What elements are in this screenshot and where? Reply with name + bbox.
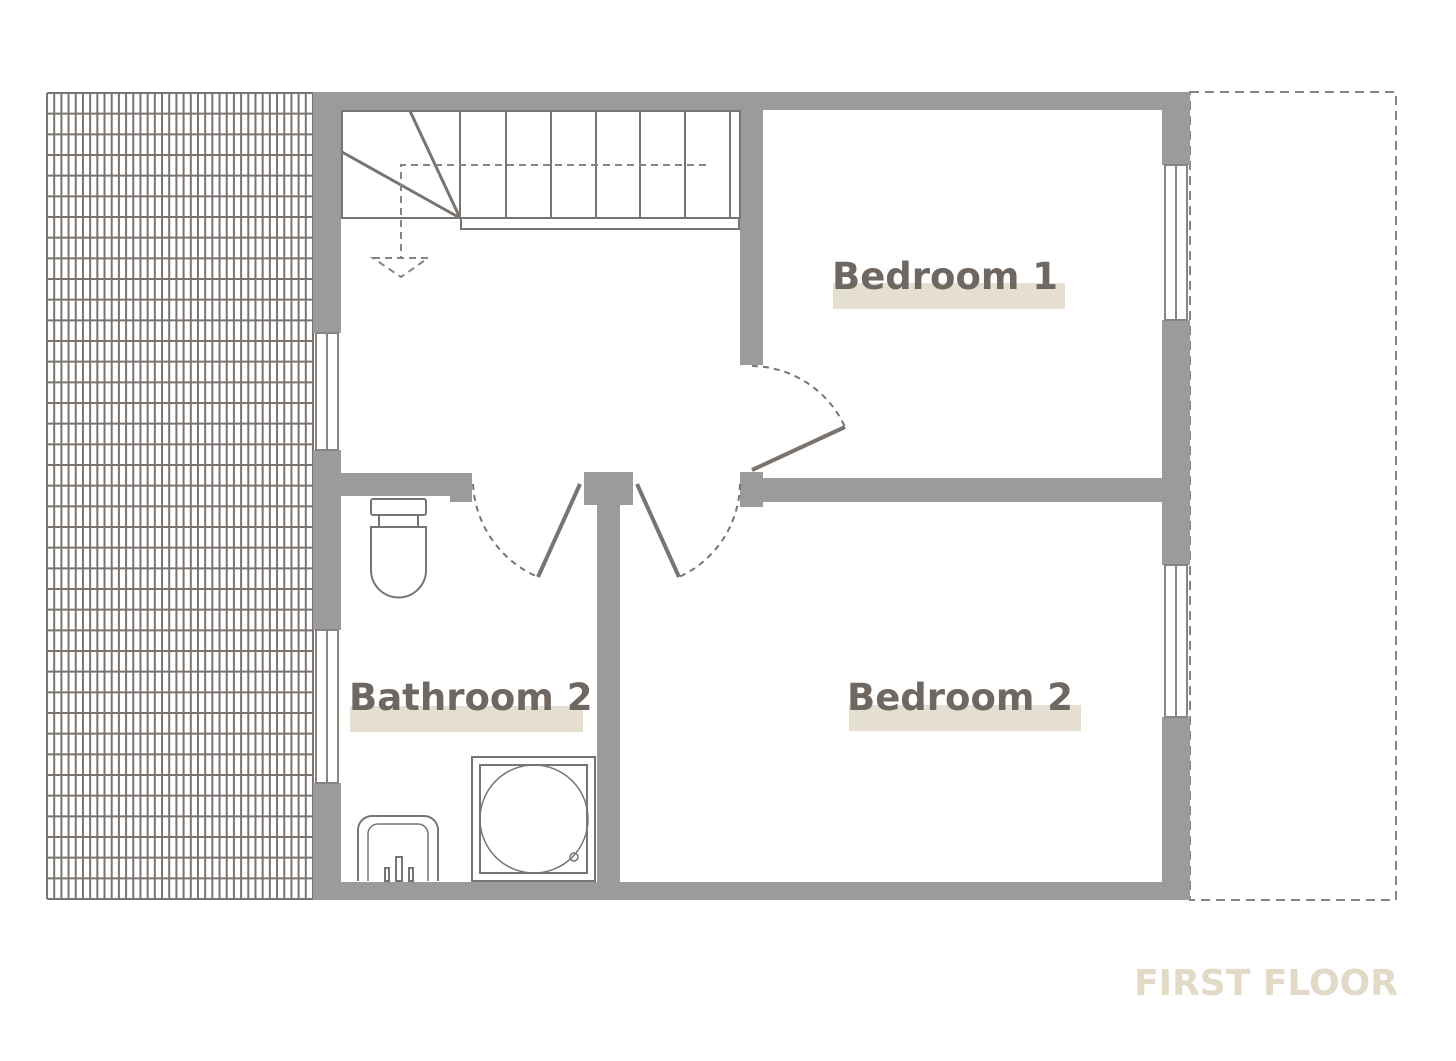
toilet-icon: [370, 498, 427, 599]
bedroom2-label-highlight: [849, 705, 1081, 731]
bathroom2-label: Bathroom 2: [349, 676, 592, 719]
bedroom1-label-highlight: [833, 283, 1065, 309]
staircase: [341, 110, 741, 279]
walls: [313, 92, 1190, 900]
outside-dashed-area: [1189, 91, 1397, 901]
roof-tiles: [46, 92, 314, 900]
doors: [472, 365, 846, 578]
shower-tray-icon: [471, 756, 596, 882]
sink-icon: [357, 815, 439, 882]
bedroom2-label: Bedroom 2: [847, 676, 1073, 719]
floor-label: FIRST FLOOR: [1134, 963, 1398, 1004]
bathroom2-label-highlight: [350, 706, 583, 732]
bedroom1-label: Bedroom 1: [832, 255, 1058, 298]
windows: [315, 164, 1188, 784]
